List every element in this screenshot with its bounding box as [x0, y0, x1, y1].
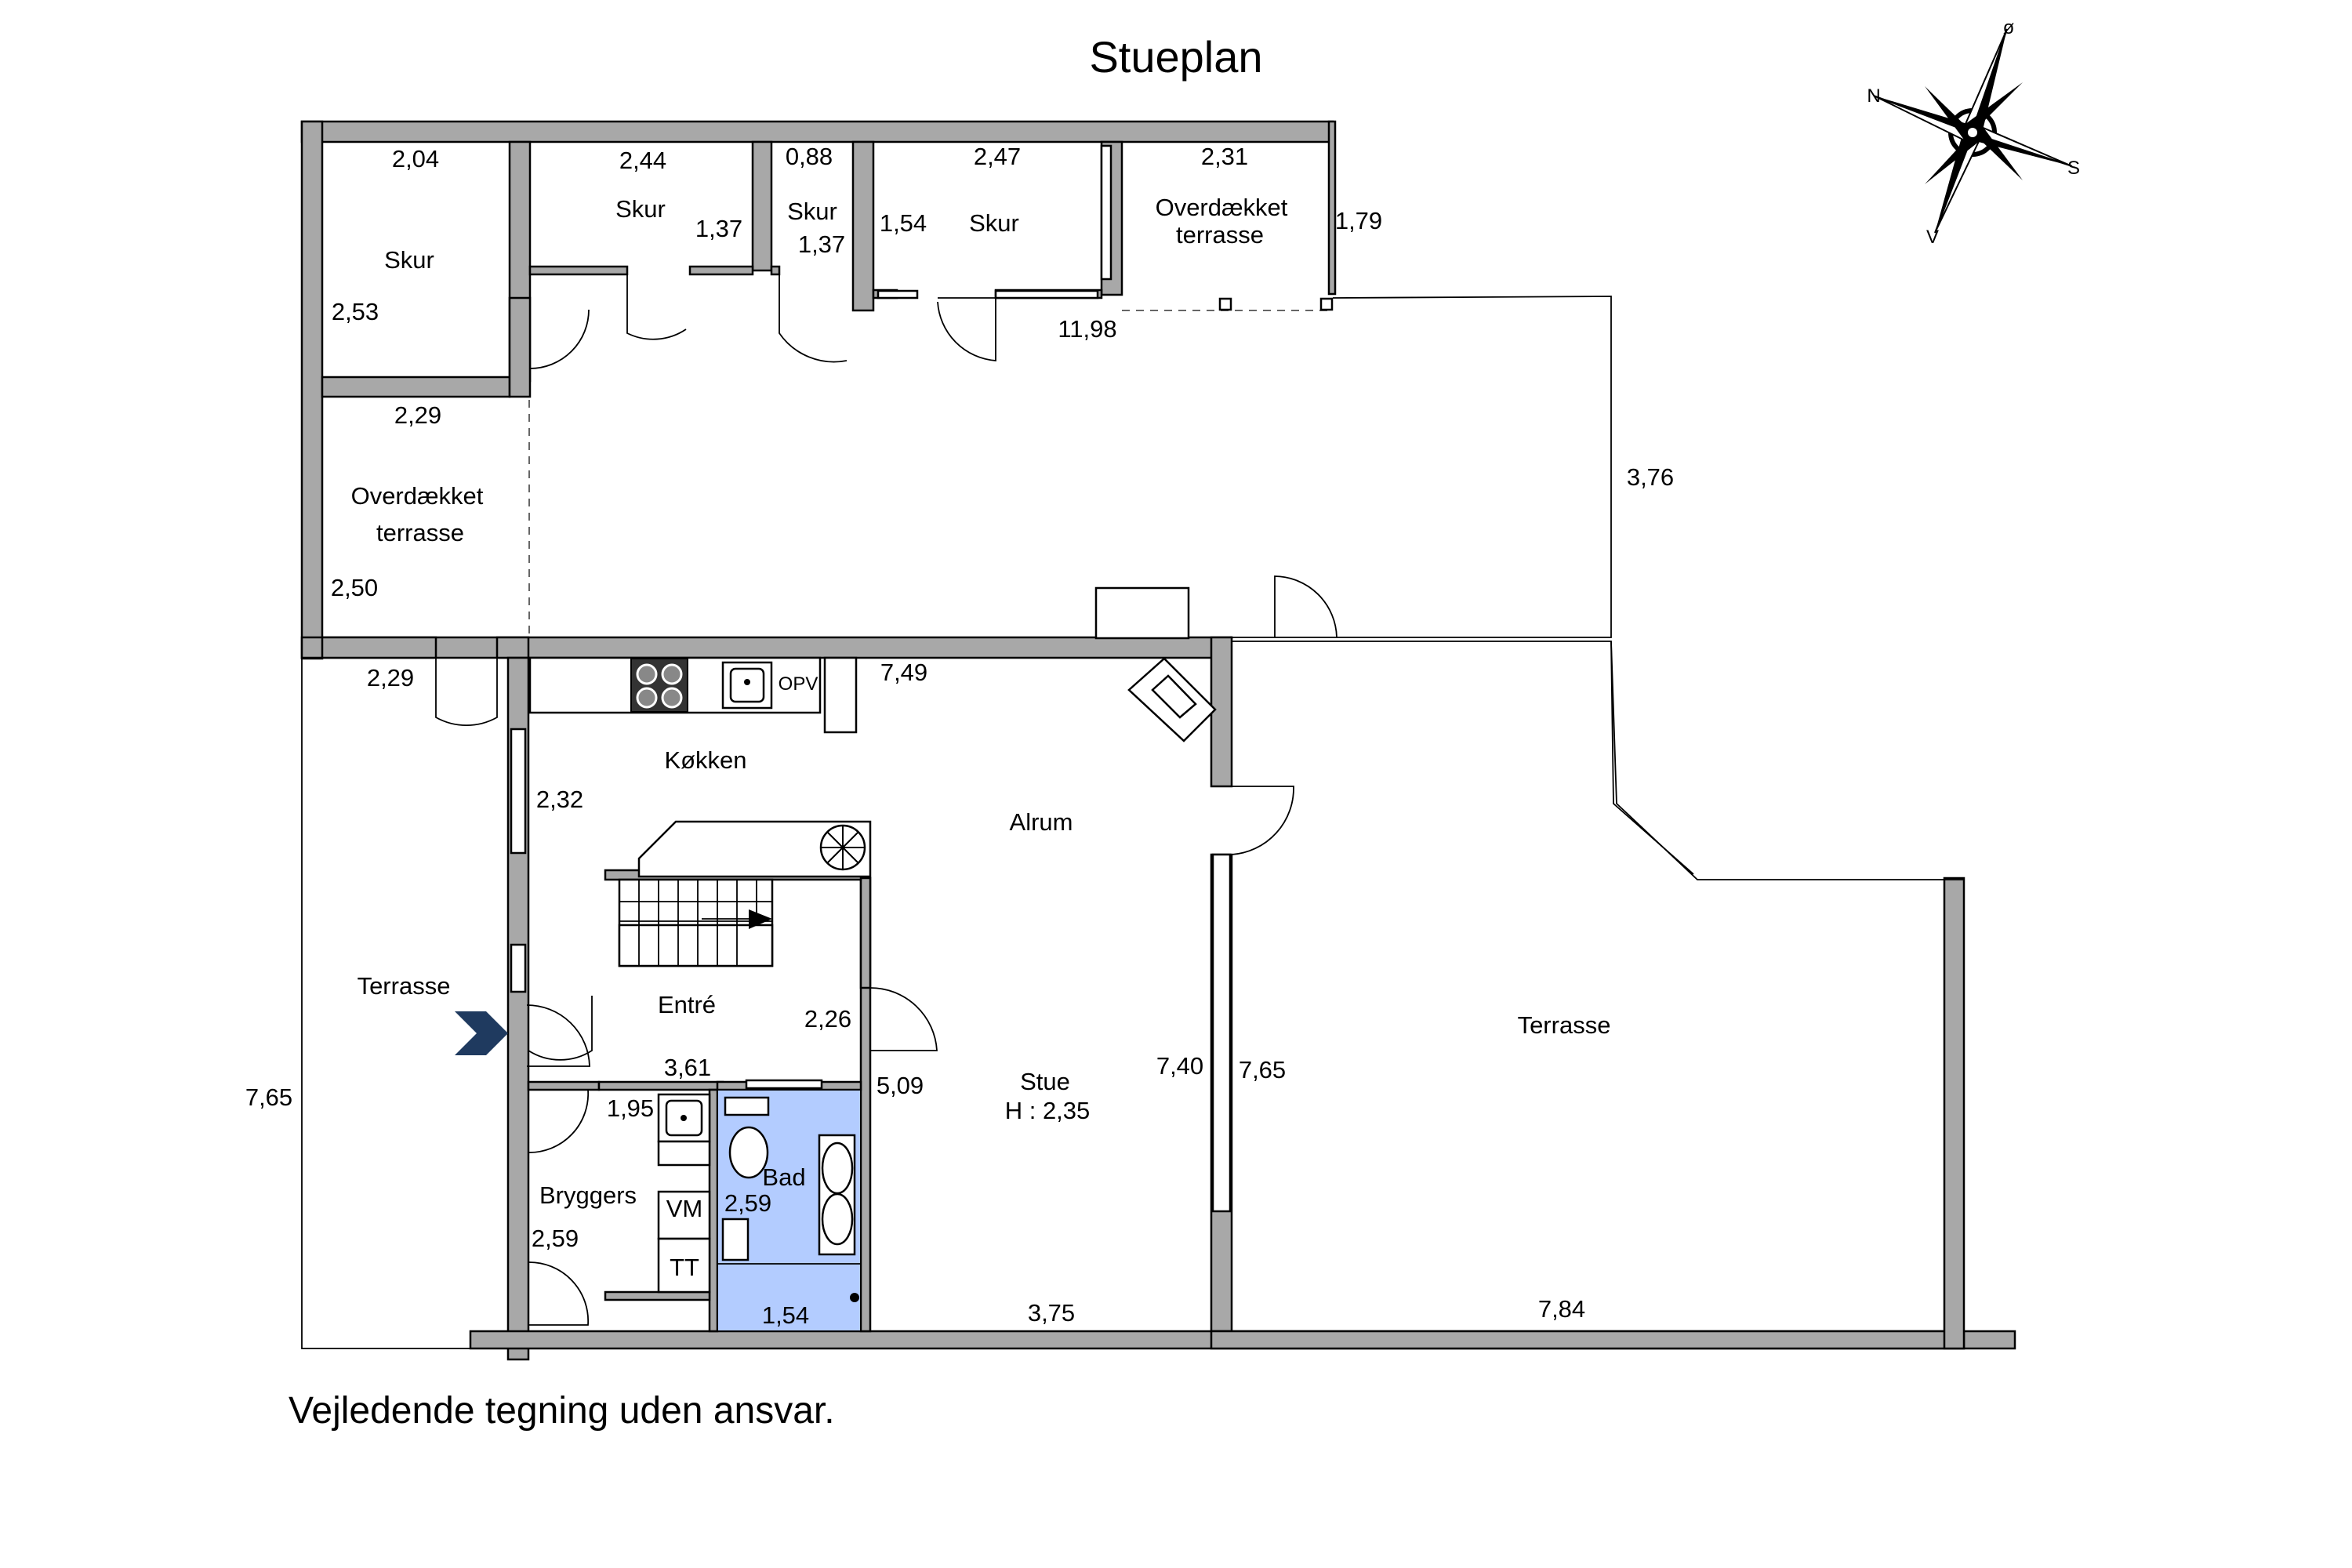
dim-ovt-w: 2,31: [1201, 143, 1248, 170]
entrance-arrow-icon: [455, 1011, 508, 1055]
room-label-skur-3: Skur: [787, 198, 837, 225]
room-label-skur-4: Skur: [969, 209, 1019, 237]
room-label-skur-2: Skur: [615, 195, 666, 223]
dim-terr-right-h: 7,65: [1239, 1056, 1286, 1083]
dim-stue-side: 5,09: [877, 1072, 924, 1099]
dim-courtyard-w: 11,98: [1058, 315, 1116, 343]
room-label-bad: Bad: [762, 1163, 805, 1191]
windows: [510, 144, 1232, 1213]
compass-north-label: N: [1867, 85, 1880, 107]
dim-skur3-h: 1,37: [798, 230, 845, 258]
dim-skur3-w: 0,88: [786, 143, 833, 170]
dim-skur1-h: 2,53: [332, 298, 379, 325]
dim-stue-w: 3,75: [1028, 1299, 1075, 1327]
dim-skur1-w: 2,04: [392, 145, 439, 172]
fixtures: [455, 586, 1217, 1302]
compass-west-label: V: [1926, 227, 1939, 248]
plan-title: Stueplan: [1089, 32, 1262, 82]
room-label-overdaekket-top-2: terrasse: [1176, 221, 1264, 249]
dim-bryggers-w: 1,95: [607, 1094, 654, 1122]
disclaimer-text: Vejledende tegning uden ansvar.: [289, 1390, 835, 1432]
dim-entre-h: 2,26: [804, 1005, 851, 1033]
stair-arrow-icon: [749, 909, 772, 929]
fixture-label-vm: VM: [666, 1195, 703, 1222]
fixture-label-tt: TT: [670, 1254, 699, 1281]
room-label-stue-height: H : 2,35: [1005, 1097, 1091, 1124]
room-labels: Skur Skur Skur Skur Overdækket terrasse …: [351, 194, 1611, 1281]
dim-skur2-w: 2,44: [619, 147, 666, 174]
compass-rose: ø N S V: [1867, 17, 2080, 248]
dim-kitchen-w: 7,49: [880, 659, 927, 686]
room-label-bryggers: Bryggers: [539, 1181, 637, 1209]
room-label-stue: Stue: [1020, 1068, 1070, 1095]
dim-courtyard-h: 3,76: [1627, 463, 1674, 491]
dim-skur4-w: 2,47: [974, 143, 1021, 170]
terrace-outlines: [301, 296, 1964, 1349]
room-label-skur-1: Skur: [384, 246, 434, 274]
dim-terr-left-w: 2,29: [367, 664, 414, 691]
room-label-entre: Entré: [658, 991, 716, 1018]
room-label-kokken: Køkken: [664, 746, 746, 774]
dim-ovt-h: 1,79: [1335, 207, 1382, 234]
dim-skur2-h: 1,37: [695, 215, 742, 242]
room-label-terrasse-left: Terrasse: [358, 972, 451, 1000]
compass-east-label: ø: [2003, 17, 2015, 38]
room-label-overdaekket-left-2: terrasse: [376, 519, 464, 546]
room-label-overdaekket-left-1: Overdækket: [351, 482, 484, 510]
walls: [300, 120, 2016, 1361]
dim-stue-h: 7,40: [1156, 1052, 1203, 1080]
compass-south-label: S: [2067, 158, 2080, 179]
doors: [435, 274, 1338, 1326]
dim-skur4-h: 1,54: [880, 209, 927, 237]
dim-kitchen-h: 2,32: [536, 786, 583, 813]
room-label-alrum: Alrum: [1010, 808, 1073, 836]
dimension-labels: 2,04 2,53 2,44 1,37 0,88 1,37 2,47 1,54 …: [245, 143, 1674, 1329]
dim-ovl-h: 2,50: [331, 574, 378, 601]
dim-bryggers-h: 2,59: [532, 1225, 579, 1252]
dim-bad-h: 2,59: [724, 1189, 771, 1217]
dim-entre-w: 3,61: [664, 1054, 711, 1081]
fixture-label-opv: OPV: [779, 673, 818, 695]
dim-ovl-w: 2,29: [394, 401, 441, 429]
dim-terr-left-h: 7,65: [245, 1083, 292, 1111]
room-label-overdaekket-top-1: Overdækket: [1156, 194, 1288, 221]
dim-terr-right-w: 7,84: [1538, 1295, 1585, 1323]
room-label-terrasse-right: Terrasse: [1518, 1011, 1611, 1039]
dim-bad-w: 1,54: [762, 1301, 809, 1329]
